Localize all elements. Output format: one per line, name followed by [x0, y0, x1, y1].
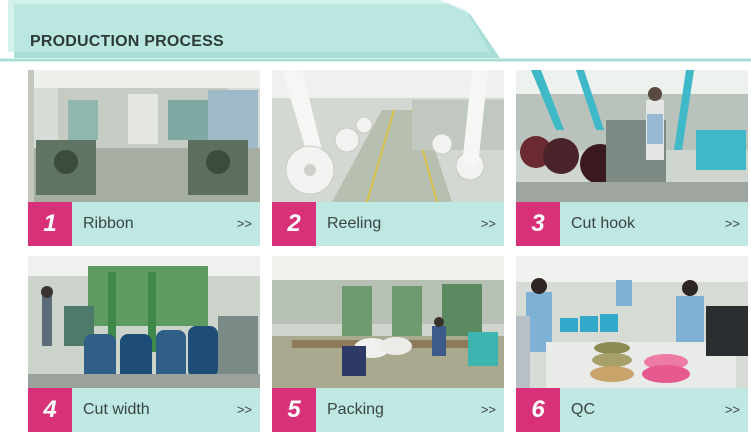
section-header: PRODUCTION PROCESS — [0, 0, 751, 62]
packing-workshop-photo — [272, 256, 504, 388]
process-card-ribbon[interactable]: 1 Ribbon >> — [28, 70, 260, 246]
process-card-packing[interactable]: 5 Packing >> — [272, 256, 504, 432]
step-label: Cut width — [83, 401, 150, 418]
step-label-bar: 6 QC >> — [516, 388, 748, 432]
step-label: Ribbon — [83, 215, 134, 232]
step-label: Reeling — [327, 215, 382, 232]
step-label-bar: 3 Cut hook >> — [516, 202, 748, 246]
step-label: Packing — [327, 401, 384, 418]
page-title: PRODUCTION PROCESS — [30, 33, 224, 50]
cut-width-workshop-photo — [28, 256, 260, 388]
step-label: Cut hook — [571, 215, 636, 232]
step-label-bar: 2 Reeling >> — [272, 202, 504, 246]
process-card-cut-hook[interactable]: 3 Cut hook >> — [516, 70, 748, 246]
step-number-badge: 3 — [516, 202, 560, 246]
process-card-qc[interactable]: 6 QC >> — [516, 256, 748, 432]
process-card-cut-width[interactable]: 4 Cut width >> — [28, 256, 260, 432]
more-arrow-link[interactable]: >> — [724, 402, 740, 417]
step-label-bar: 1 Ribbon >> — [28, 202, 260, 246]
step-label-bar: 5 Packing >> — [272, 388, 504, 432]
more-arrow-link[interactable]: >> — [480, 402, 496, 417]
ribbon-workshop-photo — [28, 70, 260, 202]
step-label-bar: 4 Cut width >> — [28, 388, 260, 432]
header-banner-shape — [0, 0, 751, 62]
step-number-badge: 1 — [28, 202, 72, 246]
process-card-reeling[interactable]: 2 Reeling >> — [272, 70, 504, 246]
cut-hook-workshop-photo — [516, 70, 748, 202]
step-number-badge: 2 — [272, 202, 316, 246]
step-label: QC — [571, 401, 595, 418]
step-number-badge: 4 — [28, 388, 72, 432]
step-number-badge: 6 — [516, 388, 560, 432]
more-arrow-link[interactable]: >> — [480, 216, 496, 231]
more-arrow-link[interactable]: >> — [236, 402, 252, 417]
step-number-badge: 5 — [272, 388, 316, 432]
more-arrow-link[interactable]: >> — [236, 216, 252, 231]
reeling-workshop-photo — [272, 70, 504, 202]
qc-workshop-photo — [516, 256, 748, 388]
more-arrow-link[interactable]: >> — [724, 216, 740, 231]
